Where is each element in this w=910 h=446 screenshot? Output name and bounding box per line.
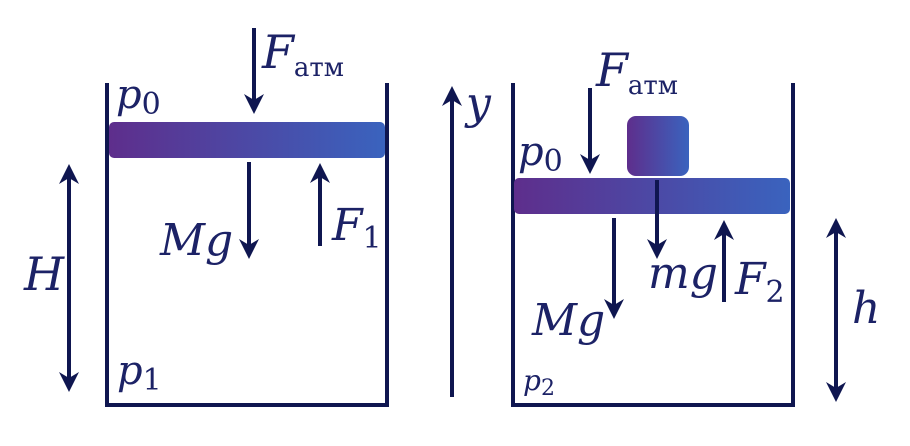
- left-piston: [109, 122, 385, 158]
- right-f-atm-label: Fатм: [595, 43, 678, 101]
- y-axis: y: [442, 78, 492, 397]
- y-axis-label: y: [464, 78, 492, 129]
- right-piston: [514, 178, 790, 214]
- left-f1-label: F1: [331, 200, 382, 256]
- left-p0-label: p0: [116, 72, 161, 122]
- right-mg-label: Mg: [531, 295, 605, 346]
- right-vessel: Fатм p0 mg F2 Mg h p2: [511, 43, 880, 407]
- right-f2-label: F2: [734, 254, 785, 310]
- right-h-label: h: [852, 283, 880, 334]
- left-h-label: H: [23, 247, 65, 301]
- right-small-mg-label: mg: [648, 248, 718, 299]
- left-mg-label: Mg: [159, 215, 233, 266]
- left-vessel-walls: [105, 83, 389, 407]
- left-vessel: Fатм p0 Mg F1 H p1: [23, 25, 389, 407]
- right-p2-label: p2: [523, 364, 555, 401]
- right-p0-label: p0: [518, 129, 563, 179]
- left-f-atm-label: Fатм: [261, 25, 344, 83]
- right-vessel-walls: [511, 83, 795, 407]
- right-load-block: [627, 116, 689, 176]
- left-p1-label: p1: [117, 348, 162, 398]
